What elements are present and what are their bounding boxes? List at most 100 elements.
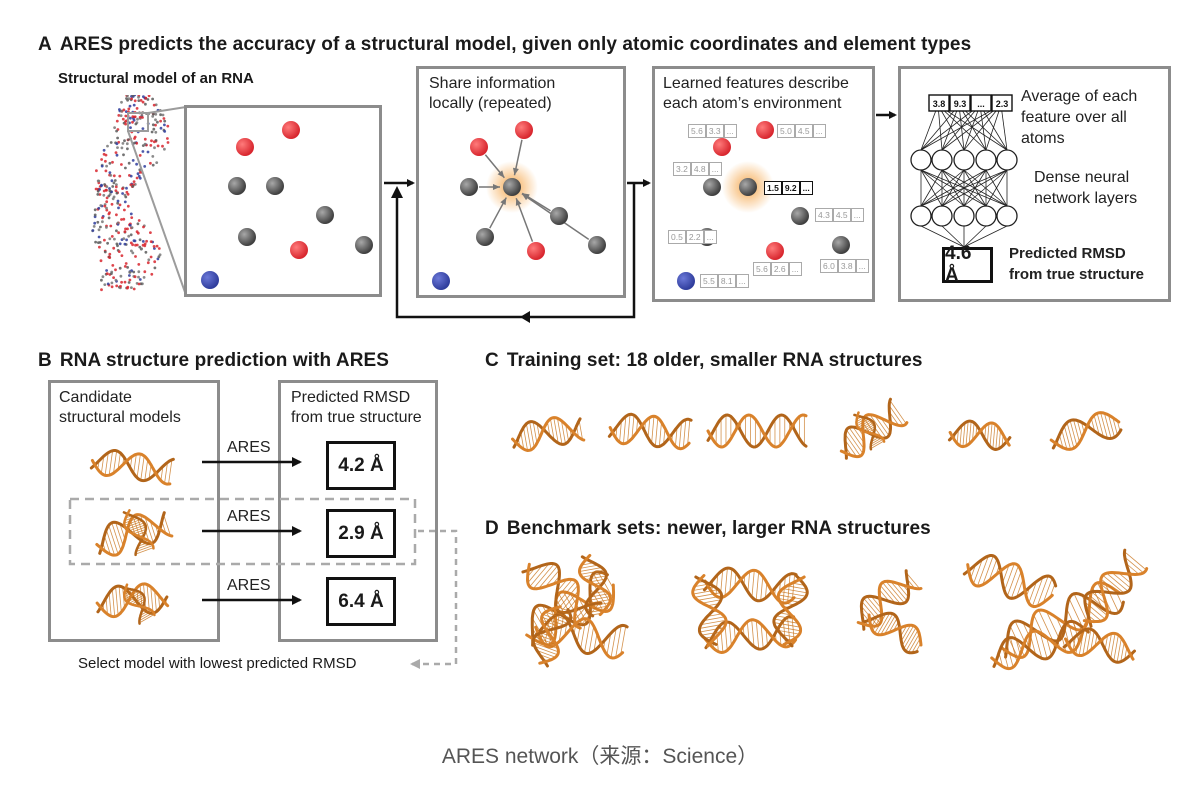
cloud-atom (93, 213, 97, 217)
cloud-atom (112, 276, 115, 279)
backbone-strand (691, 574, 728, 648)
cloud-atom (110, 281, 114, 285)
base-pair (1015, 638, 1021, 655)
base-pair (1046, 611, 1061, 641)
cloud-atom (129, 174, 133, 178)
base-pair (959, 425, 963, 446)
base-pair (872, 614, 883, 631)
base-pair (787, 573, 791, 603)
cloud-atom (92, 225, 96, 228)
cloud-atom (151, 97, 154, 101)
base-pair (678, 422, 682, 449)
backbone-strand (122, 511, 148, 557)
cloud-atom (122, 217, 126, 221)
base-pair (877, 613, 891, 635)
base-pair (538, 565, 558, 589)
base-pair (590, 593, 609, 598)
base-pair (844, 434, 861, 457)
atom-8 (201, 271, 219, 289)
cloud-atom (156, 120, 159, 124)
cloud-atom (151, 123, 155, 127)
training-structure-2 (607, 412, 693, 451)
nn-node (996, 205, 1018, 227)
feature-cell: 0.5 (668, 230, 686, 244)
base-pair (1002, 564, 1010, 584)
base-pair (986, 423, 990, 444)
nn-node (953, 205, 975, 227)
cloud-atom (103, 238, 106, 242)
nn-edge (963, 225, 1008, 248)
candidate-model-2 (95, 509, 174, 557)
base-pair (844, 440, 857, 457)
base-pair (124, 590, 136, 598)
base-pair (760, 624, 764, 649)
base-pair (108, 592, 112, 617)
nn-edge (941, 169, 1008, 207)
cloud-atom (109, 141, 113, 144)
feature-cell: 2.2 (685, 230, 704, 244)
base-pair (765, 629, 768, 646)
atom-5 (238, 228, 256, 246)
base-pair (1100, 578, 1119, 594)
base-pair (874, 613, 887, 634)
base-pair (1001, 644, 1009, 669)
cloud-atom (150, 139, 153, 143)
base-pair (527, 565, 543, 583)
cloud-atom (109, 174, 113, 177)
share-info-box: Share information locally (repeated) (416, 66, 626, 298)
backbone-strand (703, 568, 796, 605)
cloud-atom (104, 159, 107, 163)
base-pair (537, 634, 555, 642)
nn-edge (958, 104, 987, 151)
feature-cell: 9.2 (781, 181, 800, 195)
base-pair (699, 623, 726, 629)
cloud-atom (162, 117, 166, 120)
cloud-atom (131, 243, 134, 247)
feature-cell: 1.5 (764, 181, 782, 195)
benchmark-d-part-4 (1062, 627, 1136, 664)
base-pair (697, 595, 722, 601)
cloud-atom (161, 113, 165, 117)
base-pair (1068, 598, 1084, 630)
base-pair (103, 535, 111, 555)
base-pair (682, 419, 687, 449)
figure-caption: ARES network（来源：Science） (441, 745, 759, 768)
atom-3 (266, 177, 284, 195)
base-pair (782, 588, 808, 594)
base-pair (541, 616, 565, 626)
training-structure-3 (706, 413, 808, 449)
cloud-atom (95, 169, 98, 173)
base-pair (701, 631, 722, 636)
cloud-atom (131, 120, 134, 124)
cloud-atom (129, 233, 133, 237)
cloud-atom (166, 137, 169, 140)
base-pair (1069, 420, 1078, 446)
atom-0 (282, 121, 300, 139)
base-pair (588, 609, 605, 613)
backbone-strand (608, 414, 691, 451)
base-pair (1096, 413, 1104, 437)
cloud-atom (123, 242, 127, 246)
base-pair (553, 417, 559, 444)
backbone-strand (580, 555, 608, 618)
training-structure-4b (853, 411, 886, 451)
cloud-atom (108, 161, 112, 165)
cloud-atom (156, 257, 160, 261)
cloud-atom (135, 162, 138, 166)
nn-edge (920, 104, 939, 151)
base-pair (586, 605, 608, 611)
base-pair (1063, 425, 1071, 450)
cloud-atom (113, 237, 116, 241)
base-pair (588, 626, 595, 654)
cloud-atom (100, 184, 103, 188)
backbone-strand (867, 613, 923, 647)
backbone-strand (123, 509, 155, 550)
backbone-strand (89, 449, 175, 483)
cloud-atom (110, 202, 114, 206)
cloud-atom (141, 240, 145, 243)
cloud-atom (157, 247, 161, 250)
feature-cell: ... (723, 124, 737, 138)
cloud-atom (112, 195, 116, 199)
